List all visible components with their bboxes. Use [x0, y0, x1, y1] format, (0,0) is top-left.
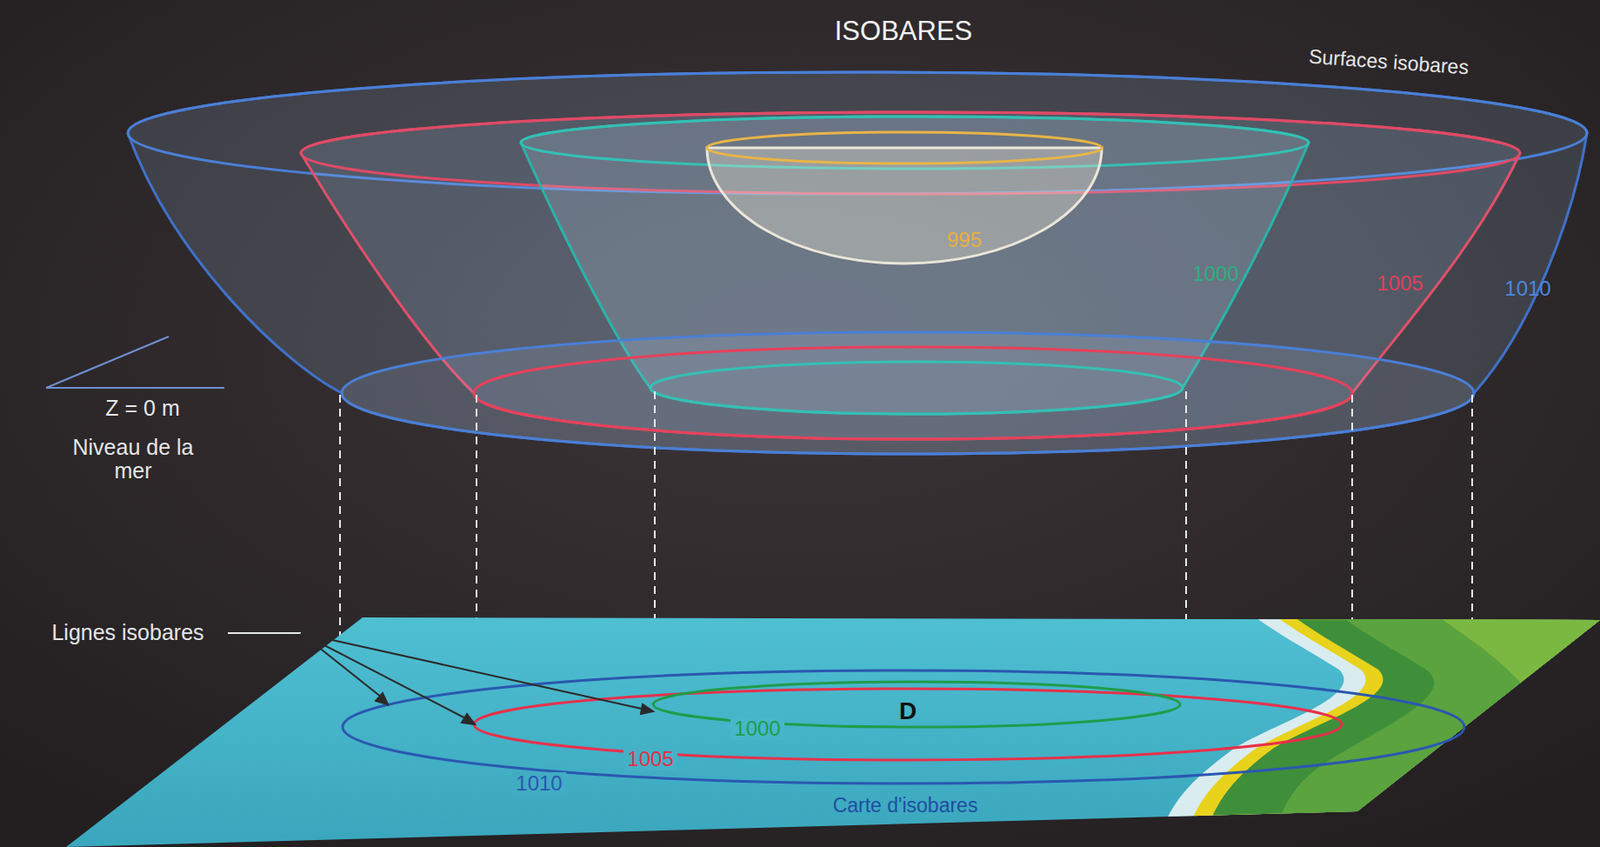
pressure-value: 995 [946, 228, 982, 252]
altitude-label: Z = 0 m [105, 396, 180, 421]
isobar-line [342, 670, 1465, 784]
sea-level-line [46, 386, 225, 389]
isobar-line [473, 688, 1342, 760]
diagram-title: ISOBARES [834, 16, 974, 47]
sea-level-line [46, 336, 169, 388]
leader-lines [227, 633, 654, 725]
sea-level-isobar [341, 332, 1474, 454]
sea-level-label: Niveau de la mer [67, 435, 199, 484]
depression-symbol: D [899, 698, 917, 726]
sea-level-isobar [473, 346, 1353, 440]
surface-label: Surfaces isobares [1308, 46, 1470, 80]
land [1156, 608, 1600, 847]
isobar-value: 1010 [512, 772, 566, 795]
pressure-value: 1010 [1504, 277, 1551, 300]
isobar-surface [706, 147, 1102, 264]
pressure-value: 1000 [1192, 262, 1239, 286]
surface-rim [706, 132, 1102, 164]
isobar-surface [127, 72, 1587, 454]
isobar-value: 1005 [623, 747, 677, 771]
pressure-value: 1005 [1376, 272, 1423, 295]
map-caption: Carte d'isobares [833, 794, 979, 817]
isobar-value: 1000 [730, 717, 784, 740]
sea-level-isobar [650, 361, 1183, 414]
callout-label: Lignes isobares [51, 620, 204, 646]
